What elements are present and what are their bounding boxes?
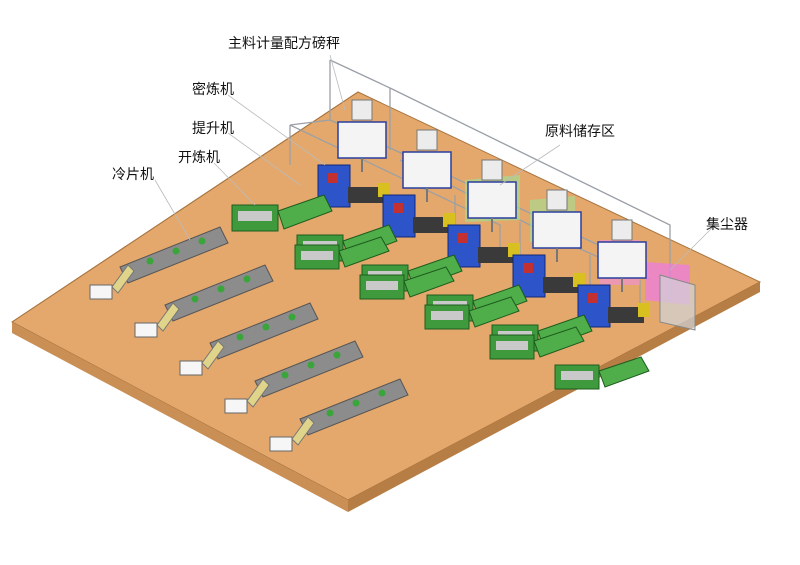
mixer-motor xyxy=(638,303,650,317)
cooler-fan xyxy=(198,237,206,245)
mixer-drive xyxy=(543,277,579,293)
mixer-motor xyxy=(508,243,520,257)
label-cooling-line: 冷片机 xyxy=(112,167,154,183)
open-mills xyxy=(231,194,650,390)
mixer-ram xyxy=(393,203,403,213)
cooler-fan xyxy=(333,351,341,359)
mill-rolls xyxy=(431,311,463,320)
elevator-conveyor xyxy=(338,236,390,268)
hopper-scale-head xyxy=(611,219,633,241)
weigh-hopper xyxy=(532,211,582,249)
label-open-mill: 开炼机 xyxy=(178,150,220,166)
cooler-fan xyxy=(378,389,386,397)
hopper-scale-head xyxy=(481,159,503,181)
label-elevator: 提升机 xyxy=(192,121,234,137)
cooler-fan xyxy=(326,409,334,417)
weigh-hopper xyxy=(597,241,647,279)
mixer-drive xyxy=(348,187,384,203)
cooler-fan xyxy=(217,285,225,293)
cooler-fan xyxy=(307,361,315,369)
label-internal-mixer: 密炼机 xyxy=(192,82,234,98)
mill-rolls xyxy=(301,251,333,260)
weigh-hopper xyxy=(337,121,387,159)
mixer-ram xyxy=(588,293,598,303)
elevator-conveyor xyxy=(468,296,520,328)
weigh-hopper xyxy=(402,151,452,189)
mill-rolls xyxy=(366,281,398,290)
cooler-fan xyxy=(172,247,180,255)
mixer-drive xyxy=(608,307,644,323)
elevator-conveyor xyxy=(403,266,455,298)
weigh-hopper xyxy=(467,181,517,219)
cooler-takeoff xyxy=(111,264,135,294)
mill-rolls xyxy=(561,371,593,380)
mill-rolls xyxy=(496,341,528,350)
elevator-conveyor xyxy=(277,194,333,230)
mixer-drive xyxy=(478,247,514,263)
cooler-takeoff xyxy=(291,416,315,446)
mixer-drive xyxy=(413,217,449,233)
mill-rolls xyxy=(238,211,272,221)
hopper-scale-head xyxy=(546,189,568,211)
elevator-conveyor xyxy=(533,326,585,358)
label-weigher: 主料计量配方磅秤 xyxy=(228,36,340,52)
mixer-motor xyxy=(443,213,455,227)
mixer-ram xyxy=(328,173,338,183)
cooler-takeoff xyxy=(201,340,225,370)
collection-table xyxy=(224,398,248,414)
label-dust-collector: 集尘器 xyxy=(706,217,748,233)
hopper-scale-head xyxy=(416,129,438,151)
cooler-fan xyxy=(243,275,251,283)
collection-table xyxy=(179,360,203,376)
cooler-fan xyxy=(236,333,244,341)
mixer-ram xyxy=(458,233,468,243)
cooler-takeoff xyxy=(246,378,270,408)
leader-lines xyxy=(154,54,716,271)
cooler-fan xyxy=(191,295,199,303)
hopper-scale-head xyxy=(351,99,373,121)
collection-table xyxy=(134,322,158,338)
cooler-fan xyxy=(281,371,289,379)
collection-table xyxy=(89,284,113,300)
label-storage-area: 原料储存区 xyxy=(545,124,615,140)
collection-table xyxy=(269,436,293,452)
elevator-conveyor xyxy=(598,356,650,388)
mixer-motor xyxy=(573,273,585,287)
mixer-motor xyxy=(378,183,390,197)
cooler-fan xyxy=(146,257,154,265)
cooler-fan xyxy=(262,323,270,331)
cooler-takeoff xyxy=(156,302,180,332)
mixer-ram xyxy=(523,263,533,273)
weighing-hoppers xyxy=(337,99,647,292)
cooler-fan xyxy=(288,313,296,321)
batch-off-coolers xyxy=(89,226,409,452)
cooler-fan xyxy=(352,399,360,407)
